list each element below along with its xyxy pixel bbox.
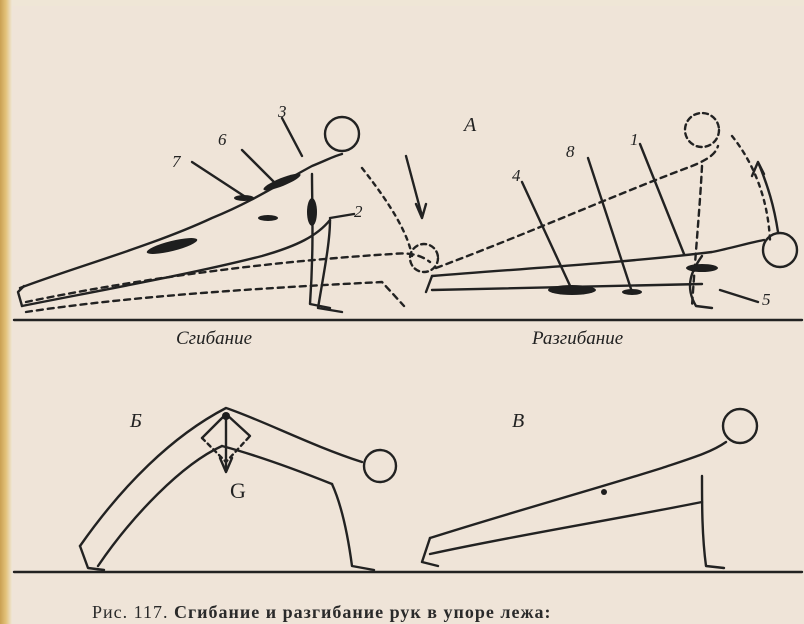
panel-a-label: А [464, 114, 476, 137]
figure-flexion-lowered [26, 253, 430, 302]
gravity-label: G [230, 478, 246, 504]
figure-extension-raised [436, 146, 718, 268]
panel-b-label: Б [130, 410, 142, 433]
figure-plank [422, 409, 757, 568]
caption-title: Сгибание и разгибание рук в упоре лежа: [174, 602, 552, 622]
marker-2: 2 [354, 202, 363, 222]
marker-3: 3 [278, 102, 287, 122]
figure-caption: Рис. 117. Сгибание и разгибание рук в уп… [92, 602, 732, 623]
panel-v-label: В [512, 410, 524, 433]
exercise-illustration [12, 6, 804, 624]
marker-1: 1 [630, 130, 639, 150]
flexion-arrow [406, 156, 426, 218]
marker-6: 6 [218, 130, 227, 150]
extension-arrow [752, 162, 778, 232]
marker-5: 5 [762, 290, 771, 310]
book-page: А Б В G 1 2 3 4 5 6 7 8 Сгибание Разгиба… [12, 6, 804, 624]
caption-figure-number: Рис. 117. [92, 602, 168, 622]
extension-arc-arrow [732, 136, 770, 240]
marker-7: 7 [172, 152, 181, 172]
extension-label: Разгибание [532, 328, 623, 350]
marker-4: 4 [512, 166, 521, 186]
marker-8: 8 [566, 142, 575, 162]
flexion-arc-arrow [362, 168, 412, 256]
flexion-label: Сгибание [176, 328, 252, 350]
gravity-vector [202, 414, 250, 472]
